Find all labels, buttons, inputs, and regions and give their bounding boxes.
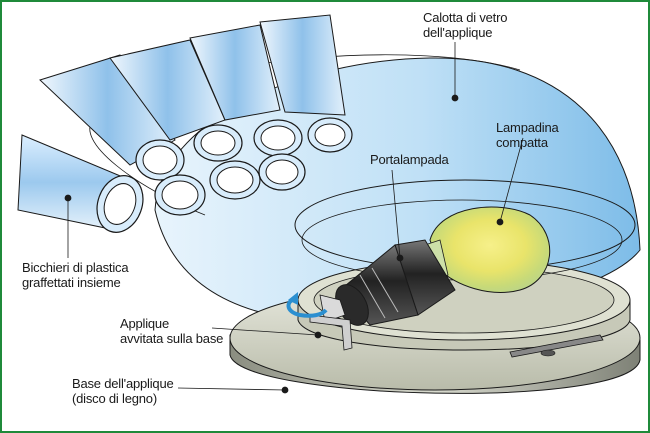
label-base: Base dell'applique (disco di legno) — [72, 376, 174, 406]
label-portalampada: Portalampada — [370, 152, 449, 167]
screw-arrow-icon — [286, 292, 328, 318]
bracket — [309, 314, 353, 351]
plastic-cups — [17, 14, 353, 233]
leader-lines — [64, 42, 524, 394]
label-lampadina: Lampadina compatta — [496, 120, 559, 150]
label-applique: Applique avvitata sulla base — [120, 316, 224, 346]
label-calotta: Calotta di vetro dell'applique — [423, 10, 508, 40]
lamp-socket — [319, 239, 456, 326]
label-bicchieri: Bicchieri di plastica graffettati insiem… — [22, 260, 129, 290]
